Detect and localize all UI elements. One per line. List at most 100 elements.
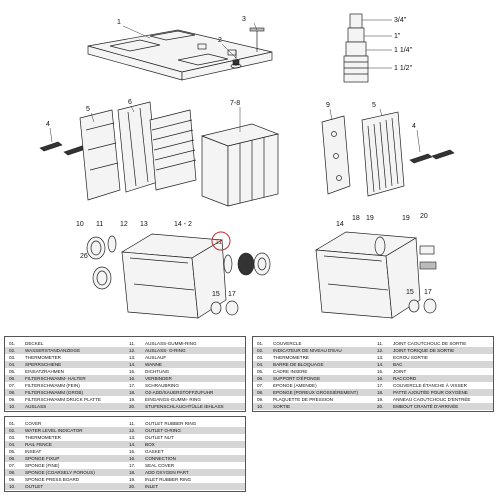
legend-number: 01. <box>9 421 16 426</box>
legend-number: 12. <box>129 348 136 353</box>
legend-label: FILTERSCHWAMM (FEIN) <box>25 383 80 388</box>
legend-label: JOINT CAOUTCHOUC DE SORTIE <box>393 341 467 346</box>
legend-number: 06. <box>257 376 264 381</box>
legend-number: 18. <box>129 390 136 395</box>
legend-label: FILTERSCHWAMM- HALTER <box>25 376 86 381</box>
legend-number: 05. <box>257 369 264 374</box>
legend-label: THERMOMETER <box>25 355 61 360</box>
legend-label: JOINT <box>393 369 407 374</box>
legend-label: OUTLET O-RING <box>145 428 181 433</box>
legend-label: ECROU SORTIE <box>393 355 428 360</box>
legend-label: EMBOUT CRANTÉ D'ARRIVÉE <box>393 404 459 409</box>
legend-label: SORTIE <box>273 404 291 409</box>
legend-label: OUTLET RUBBER RING <box>145 421 197 426</box>
legend-label: DECKEL <box>25 341 44 346</box>
cover-part <box>87 29 273 81</box>
legend-label: AUSLASS- O-RING <box>145 348 186 353</box>
legend-row: 07.EPONGE (AMENDE)17.COUVERCLE ÉTANCHE À… <box>253 382 493 389</box>
callout-label: 14 <box>336 221 344 228</box>
inseat-frame-right <box>361 111 405 197</box>
sponge-press-board-right <box>321 115 351 195</box>
callout-label: 4 <box>412 123 416 130</box>
legend-label: AUSLASS <box>25 404 47 409</box>
hose-tail-size-label: 3/4" <box>394 17 407 24</box>
legend-number: 11. <box>377 341 384 346</box>
legend-number: 08. <box>9 470 16 475</box>
legend-label: INDICATEUR DE NIVEAU D'EAU <box>273 348 342 353</box>
legend-number: 20. <box>129 484 136 489</box>
legend-number: 03. <box>9 355 16 360</box>
legend-number: 17. <box>129 383 136 388</box>
stepped-hose-tail-part <box>343 13 392 83</box>
legend-label: BAC <box>393 362 403 367</box>
legend-number: 13. <box>377 355 384 360</box>
sponge-fixup-left <box>117 101 197 193</box>
legend-label: O2-ADD/SAUERSTOFFZUFUHR <box>145 390 214 395</box>
legend-number: 09. <box>257 397 264 402</box>
legend-number: 09. <box>9 397 16 402</box>
legend-label: COUVERCLE ÉTANCHE À VISSER <box>393 383 467 388</box>
legend-label: SCHRAUBRING <box>145 383 179 388</box>
hose-tail-size-label: 1 1/4" <box>394 47 413 54</box>
callout-label: 11 <box>215 239 222 246</box>
legend-number: 03. <box>9 435 16 440</box>
fittings-left-box <box>210 252 271 316</box>
legend-number: 04. <box>257 362 264 367</box>
callout-label: 5 <box>86 106 90 113</box>
legend-number: 16. <box>377 376 384 381</box>
legend-number: 18. <box>129 470 136 475</box>
legend-number: 07. <box>9 463 16 468</box>
legend-row: 08.FILTERSCHWAMM (GROB)18.O2-ADD/SAUERST… <box>5 389 245 396</box>
callout-label: 12 <box>120 221 128 228</box>
callout-label: 13 <box>140 221 148 228</box>
legend-number: 19. <box>129 397 136 402</box>
filter-box-left <box>120 233 227 319</box>
legend-number: 11. <box>129 341 136 346</box>
legend-label: COUVERCLE <box>273 341 302 346</box>
legend-number: 02. <box>9 428 16 433</box>
callout-label: 17 <box>424 289 432 296</box>
legend-label: INLET <box>145 484 159 489</box>
legend-label: SEAL COVER <box>145 463 175 468</box>
leader-lines <box>49 22 421 153</box>
legend-label: INLET RUBBER RING <box>145 477 192 482</box>
legend-number: 12. <box>377 348 384 353</box>
legend-label: SPONGE PRESS BOARD <box>25 477 80 482</box>
callout-label: 15 <box>406 289 414 296</box>
legend-label: JOINT TORIQUE DE SORTIE <box>393 348 455 353</box>
legend-label: OUTLET NUT <box>145 435 174 440</box>
legend-label: THERMOMETER <box>25 435 61 440</box>
legend-number: 10. <box>257 404 264 409</box>
legend-number: 11. <box>129 421 136 426</box>
legend-label: EINGANGS-GUMMI- RING <box>145 397 201 402</box>
fittings-right-box <box>374 236 437 314</box>
callout-label: 17 <box>228 291 236 298</box>
callout-label: 18 <box>352 215 360 222</box>
hose-tail-size-label: 1 1/2" <box>394 65 413 72</box>
rail-fence-left <box>39 141 87 156</box>
legend-number: 15. <box>377 369 384 374</box>
legend-label: THERMOMETRE <box>273 355 309 360</box>
callout-label: 11 <box>96 221 103 228</box>
callout-label: 19 <box>366 215 374 222</box>
legend-row: 08.SPONGE (COARSELY POROUS)18.ADD OXYGEN… <box>5 469 245 476</box>
legend-number: 16. <box>129 376 136 381</box>
legend-label: VERBINDER <box>145 376 172 381</box>
legend-label: WATER LEVEL INDICATOR <box>25 428 83 433</box>
legend-label: SPONGE FIXUP <box>25 456 60 461</box>
legend-number: 17. <box>129 463 136 468</box>
callout-label: 5 <box>372 102 376 109</box>
legend-number: 05. <box>9 449 16 454</box>
callout-label: 9 <box>326 102 330 109</box>
legend-label: DICHTUNG <box>145 369 170 374</box>
